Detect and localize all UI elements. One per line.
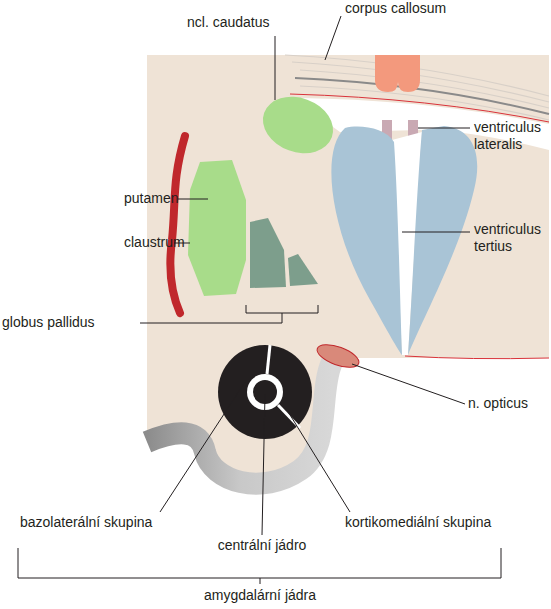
part-label: ventriculus lateralis: [474, 119, 550, 153]
amygdala-outer: [218, 345, 312, 439]
leader-line: [402, 232, 470, 233]
callosum-fiber: [285, 55, 549, 96]
leader-line: [160, 382, 245, 512]
leader-line: [140, 323, 282, 324]
bracket: [18, 548, 501, 584]
septum: [375, 55, 420, 92]
part-label: claustrum: [124, 234, 185, 251]
putamen-shape: [188, 160, 246, 296]
tissue-background: [147, 55, 549, 484]
leader-line: [352, 364, 465, 404]
part-label: bazolaterální skupina: [20, 514, 152, 531]
optic-nerve: [314, 340, 362, 372]
thalamus-right: [408, 126, 477, 355]
leader-line: [262, 394, 265, 535]
leader-line: [287, 410, 350, 512]
leader-line: [325, 16, 341, 60]
part-label: corpus callosum: [345, 0, 446, 17]
part-label: kortikomediální skupina: [345, 514, 491, 531]
bracket: [246, 305, 318, 323]
part-label: globus pallidus: [2, 314, 95, 331]
leader-line: [275, 36, 276, 100]
part-label: ncl. caudatus: [187, 14, 270, 31]
part-label: putamen: [124, 190, 178, 207]
amygdala-divider: [267, 345, 270, 374]
thalamus-left: [331, 127, 402, 355]
part-label: ventriculus tertius: [474, 221, 550, 255]
leader-line: [178, 199, 208, 200]
caudate-nucleus: [255, 87, 341, 162]
part-label: n. opticus: [468, 395, 528, 412]
globus-pallidus-inner: [288, 254, 318, 286]
leader-line: [418, 128, 470, 129]
ventricle-border: [405, 356, 549, 359]
amygdala-divider: [278, 405, 300, 428]
claustrum-shape: [170, 136, 185, 313]
part-label: centrální jádro: [218, 537, 307, 554]
globus-pallidus-outer: [250, 218, 286, 288]
leader-lines: [18, 16, 501, 584]
part-label: amygdalární jádra: [204, 587, 316, 604]
